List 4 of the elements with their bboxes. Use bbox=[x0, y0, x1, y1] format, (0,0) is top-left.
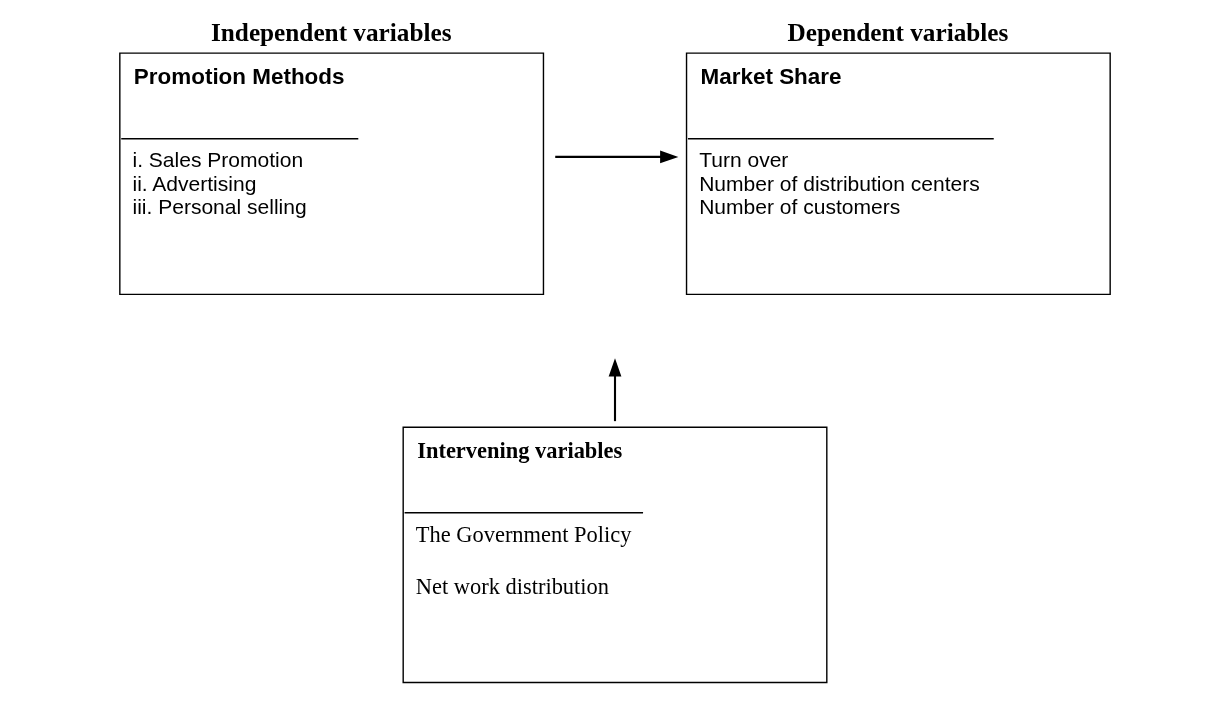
arrow bbox=[555, 150, 679, 164]
node-label: Dependent variables bbox=[787, 19, 1009, 47]
node-label: Independent variables bbox=[211, 19, 452, 47]
arrow bbox=[608, 358, 622, 422]
